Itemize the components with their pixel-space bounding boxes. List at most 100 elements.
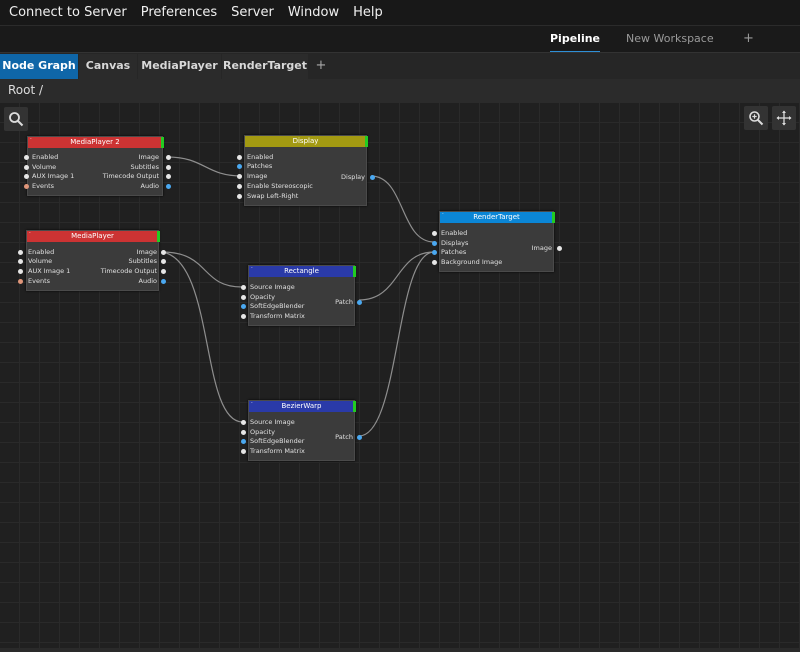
node-header[interactable]: ᐧ RenderTarget (440, 211, 555, 223)
input-port[interactable] (237, 164, 242, 169)
output-port[interactable] (166, 174, 171, 179)
search-button[interactable] (4, 107, 28, 131)
port-label: Displays (441, 239, 469, 247)
node-title: RenderTarget (473, 213, 520, 221)
input-port[interactable] (241, 430, 246, 435)
add-tab-button[interactable]: + (315, 58, 327, 73)
port-label: Opacity (250, 293, 276, 301)
add-workspace-button[interactable]: + (743, 31, 754, 46)
node-status-indicator (552, 212, 555, 223)
pan-button[interactable] (772, 106, 796, 130)
port-label: Timecode Output (100, 267, 157, 275)
menu-preferences[interactable]: Preferences (140, 5, 218, 20)
output-port[interactable] (370, 175, 375, 180)
node-header[interactable]: ᐧ MediaPlayer (27, 230, 160, 242)
menu-help[interactable]: Help (353, 5, 383, 20)
tab-mediaplayer[interactable]: MediaPlayer (138, 54, 221, 79)
port-label: Audio (138, 277, 157, 285)
port-label: Enabled (28, 248, 55, 256)
input-port[interactable] (18, 259, 23, 264)
port-label: Source Image (250, 283, 295, 291)
breadcrumb-root[interactable]: Root / (8, 83, 44, 97)
menu-server[interactable]: Server (231, 5, 274, 20)
menu-bar: Connect to Server Preferences Server Win… (0, 0, 800, 25)
node-header[interactable]: ᐧ MediaPlayer 2 (28, 136, 164, 148)
tab-node-graph[interactable]: Node Graph (0, 54, 78, 79)
input-port[interactable] (432, 241, 437, 246)
node-header[interactable]: Display (245, 136, 368, 147)
menu-window[interactable]: Window (287, 5, 340, 20)
input-port[interactable] (18, 269, 23, 274)
port-label: Transform Matrix (250, 312, 305, 320)
workspace-tab-new-workspace[interactable]: New Workspace (626, 32, 714, 45)
port-label: Events (32, 182, 55, 190)
port-label: Patches (247, 162, 273, 170)
workspace-tab-pipeline[interactable]: Pipeline (550, 26, 600, 53)
menu-connect-to-server[interactable]: Connect to Server (9, 5, 127, 20)
port-label: Volume (28, 257, 53, 265)
output-port[interactable] (357, 435, 362, 440)
input-port[interactable] (241, 295, 246, 300)
input-port[interactable] (432, 250, 437, 255)
input-port[interactable] (241, 420, 246, 425)
input-port[interactable] (24, 184, 29, 189)
port-label: Volume (32, 163, 57, 171)
zoom-button[interactable] (744, 106, 768, 130)
node-title: MediaPlayer 2 (70, 138, 120, 146)
input-port[interactable] (241, 304, 246, 309)
port-label: Enable Stereoscopic (247, 182, 313, 190)
node-bezierwarp[interactable]: ᐧ BezierWarp Source Image Opacity SoftEd… (241, 400, 362, 461)
input-port[interactable] (24, 174, 29, 179)
input-port[interactable] (18, 279, 23, 284)
node-mediaplayer-2[interactable]: ᐧ MediaPlayer 2 Enabled Volume AUX Image… (24, 136, 171, 196)
output-port[interactable] (166, 155, 171, 160)
output-port[interactable] (166, 184, 171, 189)
port-label: Enabled (441, 229, 468, 237)
node-status-indicator (353, 401, 356, 412)
port-label: Image (136, 248, 157, 256)
input-port[interactable] (241, 285, 246, 290)
output-port[interactable] (161, 259, 166, 264)
output-port[interactable] (161, 250, 166, 255)
input-port[interactable] (237, 155, 242, 160)
breadcrumb: Root / (0, 79, 800, 103)
input-port[interactable] (24, 155, 29, 160)
input-port[interactable] (237, 194, 242, 199)
output-port[interactable] (357, 300, 362, 305)
port-label: Background Image (441, 258, 503, 266)
node-rectangle[interactable]: ᐧ Rectangle Source Image Opacity SoftEdg… (241, 265, 362, 326)
zoom-icon (749, 111, 764, 126)
port-label: Enabled (32, 153, 59, 161)
port-label: AUX Image 1 (28, 267, 71, 275)
output-port[interactable] (161, 269, 166, 274)
input-port[interactable] (237, 174, 242, 179)
output-port[interactable] (557, 246, 562, 251)
node-status-indicator (161, 137, 164, 148)
port-label: AUX Image 1 (32, 172, 75, 180)
port-label: Patch (335, 433, 353, 441)
node-rendertarget[interactable]: ᐧ RenderTarget Enabled Displays Patches … (432, 211, 562, 272)
input-port[interactable] (237, 184, 242, 189)
node-mediaplayer[interactable]: ᐧ MediaPlayer Enabled Volume AUX Image 1… (18, 230, 166, 291)
input-port[interactable] (18, 250, 23, 255)
input-port[interactable] (432, 260, 437, 265)
node-header[interactable]: ᐧ BezierWarp (249, 400, 356, 412)
input-port[interactable] (432, 231, 437, 236)
output-port[interactable] (166, 165, 171, 170)
node-status-indicator (365, 136, 368, 147)
node-display[interactable]: Display Enabled Patches Image Enable Ste… (237, 135, 375, 206)
editor-tab-bar: Node Graph Canvas MediaPlayer RenderTarg… (0, 52, 800, 79)
node-title: MediaPlayer (71, 232, 114, 240)
input-port[interactable] (241, 314, 246, 319)
port-label: Image (138, 153, 159, 161)
node-title: Display (292, 137, 319, 145)
input-port[interactable] (241, 439, 246, 444)
input-port[interactable] (241, 449, 246, 454)
port-label: Patch (335, 298, 353, 306)
output-port[interactable] (161, 279, 166, 284)
tab-canvas[interactable]: Canvas (79, 54, 137, 79)
input-port[interactable] (24, 165, 29, 170)
tab-rendertarget[interactable]: RenderTarget (222, 54, 308, 79)
node-header[interactable]: ᐧ Rectangle (249, 265, 356, 277)
node-title: BezierWarp (281, 402, 322, 410)
